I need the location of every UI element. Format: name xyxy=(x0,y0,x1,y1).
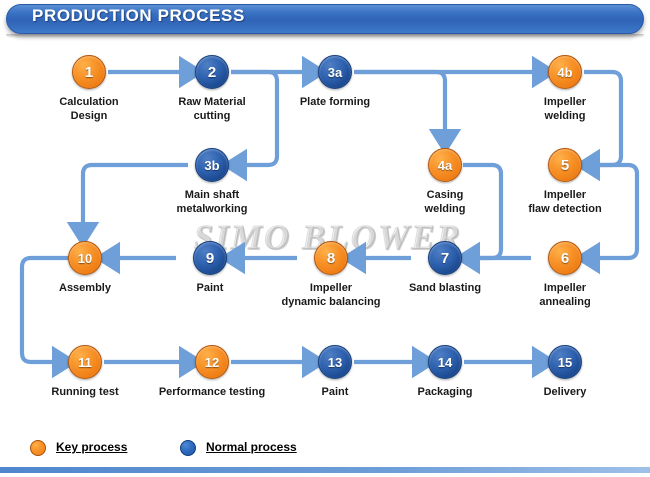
process-node-14[interactable]: 14 xyxy=(428,345,462,379)
process-node-10[interactable]: 10 xyxy=(68,241,102,275)
process-node-8[interactable]: 8 xyxy=(314,241,348,275)
process-node-3a[interactable]: 3a xyxy=(318,55,352,89)
process-node-label: 15 xyxy=(557,354,573,370)
process-caption-7: Sand blasting xyxy=(408,282,482,294)
process-caption-4a: Casing welding xyxy=(424,189,466,215)
process-caption-15: Delivery xyxy=(543,386,587,398)
process-node-4b[interactable]: 4b xyxy=(548,55,582,89)
process-node-15[interactable]: 15 xyxy=(548,345,582,379)
legend-label-normal-process: Normal process xyxy=(206,440,297,454)
process-node-12[interactable]: 12 xyxy=(195,345,229,379)
process-node-label: 1 xyxy=(84,63,94,81)
header-bar xyxy=(6,4,644,34)
process-caption-12: Performance testing xyxy=(158,386,266,398)
process-node-label: 9 xyxy=(205,249,215,267)
page-title: PRODUCTION PROCESS xyxy=(32,6,245,25)
process-node-4a[interactable]: 4a xyxy=(428,148,462,182)
process-node-label: 5 xyxy=(560,156,570,174)
process-node-label: 3b xyxy=(204,157,220,173)
process-node-5[interactable]: 5 xyxy=(548,148,582,182)
process-caption-1: Calculation Design xyxy=(59,96,119,122)
edge-5-to-6 xyxy=(574,162,640,275)
process-node-3b[interactable]: 3b xyxy=(195,148,229,182)
edge-2-to-3b xyxy=(221,69,280,182)
edge-3a-to-4a xyxy=(354,69,462,155)
legend-label-key-process: Key process xyxy=(56,440,128,454)
process-caption-4b: Impeller welding xyxy=(543,96,587,122)
process-node-label: 13 xyxy=(327,354,343,370)
process-caption-2: Raw Material cutting xyxy=(178,96,246,122)
process-node-label: 14 xyxy=(437,354,453,370)
legend-dot-key-process xyxy=(30,440,46,456)
process-node-11[interactable]: 11 xyxy=(68,345,102,379)
footer-rule xyxy=(0,467,650,473)
process-node-13[interactable]: 13 xyxy=(318,345,352,379)
process-caption-9: Paint xyxy=(196,282,224,294)
process-caption-8: Impeller dynamic balancing xyxy=(281,282,381,308)
process-caption-13: Paint xyxy=(321,386,349,398)
process-node-label: 7 xyxy=(440,249,450,267)
process-node-label: 2 xyxy=(207,63,217,81)
process-caption-3b: Main shaft metalworking xyxy=(176,189,248,215)
edge-3b-to-10 xyxy=(66,162,188,248)
process-node-label: 4a xyxy=(437,157,453,173)
process-node-label: 10 xyxy=(77,250,93,266)
process-caption-3a: Plate forming xyxy=(299,96,371,108)
process-caption-14: Packaging xyxy=(417,386,473,398)
process-node-9[interactable]: 9 xyxy=(193,241,227,275)
process-caption-10: Assembly xyxy=(59,282,111,294)
process-caption-6: Impeller annealing xyxy=(539,282,591,308)
process-caption-11: Running test xyxy=(51,386,119,398)
process-node-2[interactable]: 2 xyxy=(195,55,229,89)
process-node-label: 8 xyxy=(326,249,336,267)
process-node-7[interactable]: 7 xyxy=(428,241,462,275)
process-node-label: 3a xyxy=(327,64,343,80)
process-node-label: 6 xyxy=(560,249,570,267)
process-caption-5: Impeller flaw detection xyxy=(528,189,602,215)
process-node-1[interactable]: 1 xyxy=(72,55,106,89)
header-shadow xyxy=(6,34,644,38)
edge-10-to-11 xyxy=(19,255,78,379)
process-node-label: 4b xyxy=(557,64,573,80)
legend-dot-normal-process xyxy=(180,440,196,456)
process-node-label: 11 xyxy=(78,354,92,370)
process-node-6[interactable]: 6 xyxy=(548,241,582,275)
process-node-label: 12 xyxy=(204,354,220,370)
